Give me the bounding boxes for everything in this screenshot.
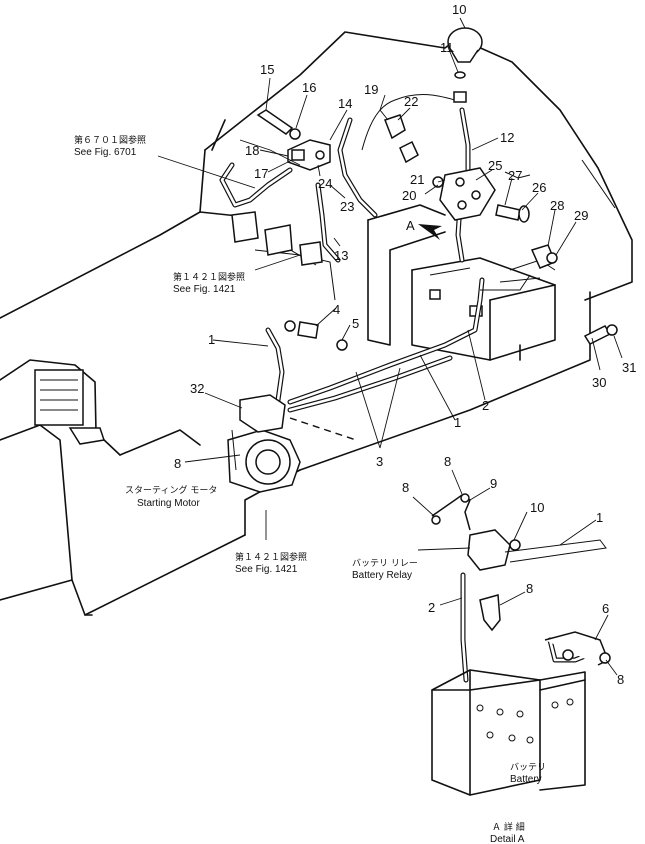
callout-16: 16 bbox=[302, 80, 316, 95]
callout-32: 32 bbox=[190, 381, 204, 396]
detail-a-jp: Ａ 詳 細 bbox=[492, 821, 525, 833]
callout-5: 5 bbox=[352, 316, 359, 331]
see-fig-1421-bottom: See Fig. 1421 bbox=[235, 564, 298, 575]
battery-jp: バッテリ bbox=[510, 762, 546, 773]
main-cable-1 bbox=[265, 327, 285, 403]
bolt-30-washer-31 bbox=[583, 324, 618, 345]
harness-19 bbox=[361, 94, 456, 151]
harness-24 bbox=[337, 117, 378, 218]
see-fig-6701-jp: 第６７０１図参照 bbox=[74, 134, 146, 146]
callout-1: 1 bbox=[208, 332, 215, 347]
side-grille bbox=[34, 369, 105, 445]
callout-29: 29 bbox=[574, 208, 588, 223]
callout-7: 9 bbox=[490, 476, 497, 491]
callout-18: 18 bbox=[245, 143, 259, 158]
callout-31: 31 bbox=[622, 360, 636, 375]
leader-lines bbox=[157, 17, 623, 676]
callout-2: 2 bbox=[482, 398, 489, 413]
see-fig-1421-top-jp: 第１４２１図参照 bbox=[173, 271, 245, 283]
callout-26: 26 bbox=[532, 180, 546, 195]
battery-label: Battery bbox=[510, 774, 542, 785]
callout-9: 10 bbox=[530, 500, 544, 515]
callout-20: 20 bbox=[402, 188, 416, 203]
detail-a-label: Detail A bbox=[490, 834, 525, 844]
callout-23: 23 bbox=[340, 199, 354, 214]
callout-28: 28 bbox=[550, 198, 564, 213]
see-fig-1421-top: See Fig. 1421 bbox=[173, 284, 236, 295]
callout-1-main: 1 bbox=[454, 415, 461, 430]
callout-15: 15 bbox=[260, 62, 274, 77]
callout-10: 10 bbox=[452, 2, 466, 17]
callout-17: 17 bbox=[254, 166, 268, 181]
main-cable-lower bbox=[287, 355, 453, 413]
switch-14-17 bbox=[287, 139, 331, 171]
nut-5 bbox=[336, 339, 348, 351]
relay-1421-top bbox=[231, 211, 323, 266]
callout-3: 3 bbox=[376, 454, 383, 469]
battery-relay-jp: バッテリ リレー bbox=[352, 558, 418, 569]
see-fig-1421-bottom-jp: 第１４２１図参照 bbox=[235, 551, 307, 563]
detail-a-relay bbox=[431, 493, 607, 571]
callout-13: 13 bbox=[334, 248, 348, 263]
bolt-15 bbox=[256, 109, 301, 140]
callout-12: 12 bbox=[500, 130, 514, 145]
callout-8: 8 bbox=[174, 456, 181, 471]
callout-11: 11 bbox=[440, 40, 454, 55]
starting-motor-jp: スターティング モータ bbox=[125, 484, 217, 496]
connector-22 bbox=[384, 114, 419, 164]
callout-25: 25 bbox=[488, 158, 502, 173]
callout-1-detail: 1 bbox=[596, 510, 603, 525]
callout-30: 30 bbox=[592, 375, 606, 390]
callout-14: 14 bbox=[338, 96, 352, 111]
wire-to-relay-1421 bbox=[254, 244, 336, 301]
callout-27: 27 bbox=[508, 168, 522, 183]
detail-a-arrow bbox=[418, 224, 442, 240]
detail-a-cables bbox=[460, 572, 611, 683]
harness-23 bbox=[315, 182, 341, 263]
clamp-28-29 bbox=[530, 244, 558, 269]
bolt-27 bbox=[495, 204, 530, 223]
battery-box bbox=[367, 204, 556, 361]
callout-4: 4 bbox=[333, 302, 340, 317]
callout-8-relay-left: 8 bbox=[402, 480, 409, 495]
callout-24: 24 bbox=[318, 176, 332, 191]
bolt-4 bbox=[284, 320, 319, 339]
engine-hood-outline bbox=[0, 211, 357, 616]
relay-block-25 bbox=[432, 167, 496, 221]
callout-8-detail: 8 bbox=[526, 581, 533, 596]
view-marker-a: A bbox=[406, 218, 415, 233]
callout-numbers: 10 11 15 16 19 22 14 12 18 17 24 23 21 2… bbox=[174, 2, 636, 687]
starting-motor-label: Starting Motor bbox=[137, 498, 200, 509]
detail-a-batteries bbox=[431, 669, 586, 796]
callout-19: 19 bbox=[364, 82, 378, 97]
see-fig-6701: See Fig. 6701 bbox=[74, 147, 137, 158]
text-notes: A 第６７０１図参照 See Fig. 6701 第１４２１図参照 See Fi… bbox=[74, 134, 546, 844]
callout-21: 21 bbox=[410, 172, 424, 187]
callout-8-relay-top: 8 bbox=[444, 454, 451, 469]
rear-cover-outline bbox=[199, 31, 633, 471]
main-cable-2 bbox=[287, 277, 485, 405]
callout-2-detail: 2 bbox=[428, 600, 435, 615]
callout-6: 6 bbox=[602, 601, 609, 616]
battery-relay-label: Battery Relay bbox=[352, 570, 412, 581]
lamp-10 bbox=[447, 27, 483, 103]
callout-8-detail-b: 8 bbox=[617, 672, 624, 687]
callout-22: 22 bbox=[404, 94, 418, 109]
starting-motor bbox=[227, 394, 301, 493]
